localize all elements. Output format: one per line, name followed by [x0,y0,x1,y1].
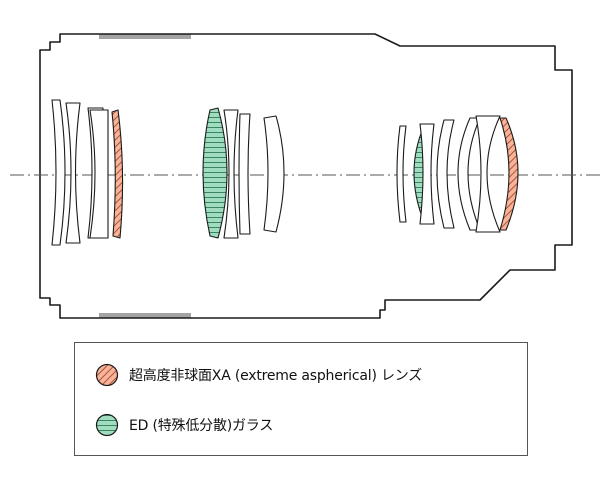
focus-ring-ribs [99,34,191,318]
lens-element-4 [89,109,109,239]
striped-circle-icon [95,413,119,437]
lens-barrel-outline [39,33,573,319]
legend-label-ed: ED (特殊低分散)ガラス [129,418,274,434]
aspherical-lens-element-2 [499,117,519,231]
lens-element-2 [65,102,81,244]
aspherical-lens-element-1 [111,109,124,239]
lens-element-11 [457,117,481,231]
lens-element-10 [436,119,455,229]
lens-element-9 [419,123,435,225]
lens-element-6 [238,113,251,235]
legend-box: 超高度非球面XA (extreme aspherical) レンズ ED (特殊… [74,342,528,456]
legend-item-aspherical: 超高度非球面XA (extreme aspherical) レンズ [95,363,422,387]
legend-label-aspherical: 超高度非球面XA (extreme aspherical) レンズ [129,368,423,384]
lens-element-7 [263,115,285,233]
hatched-circle-icon [95,363,119,387]
lens-element-12 [475,115,501,233]
lens-element-5 [223,109,239,239]
legend-item-ed: ED (特殊低分散)ガラス [95,413,273,437]
ed-lens-element-1 [202,107,228,239]
lens-element-1 [51,99,66,246]
lens-element-8 [396,125,407,223]
